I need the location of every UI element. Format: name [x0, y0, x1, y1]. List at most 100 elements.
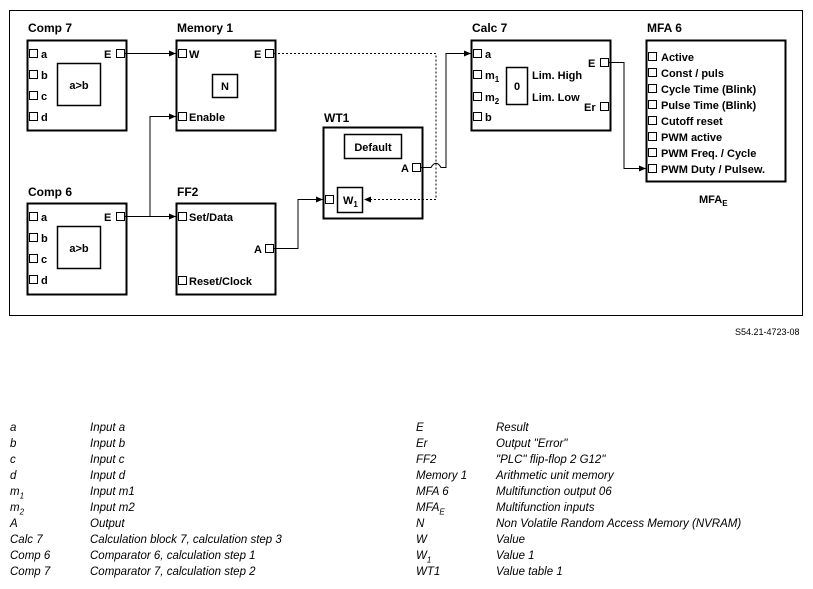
mfa6-item-pwm-active: PWM active [661, 132, 722, 144]
legend-description: Output [90, 518, 125, 530]
calc7-lim-low: Lim. Low [532, 92, 580, 104]
legend-row: MFA 6 Multifunction output 06 [416, 484, 741, 500]
legend-key: b [10, 438, 17, 450]
ff2-input-set: Set/Data [189, 212, 234, 224]
comp7-input-c: c [41, 91, 47, 103]
comp6-output-label: E [104, 212, 111, 224]
legend-description: Output "Error" [496, 438, 568, 450]
legend-description: Value table 1 [496, 566, 563, 578]
wire-memory1-to-wt1-dotted [274, 53, 437, 203]
comp6-block: Comp 6 a b c d a>b E [26, 185, 128, 296]
legend-description: Non Volatile Random Access Memory (NVRAM… [496, 518, 742, 530]
legend-description: Value 1 [496, 550, 535, 562]
legend-description: Input c [90, 454, 125, 466]
ff2-output-label: A [254, 244, 262, 256]
wt1-block: WT1 Default W1 A [322, 111, 424, 220]
legend-key: Memory 1 [416, 470, 468, 482]
wire-ff2-to-wt1 [274, 196, 323, 249]
legend-description: Arithmetic unit memory [496, 470, 614, 482]
mfa6-item-cycle-time: Cycle Time (Blink) [661, 84, 756, 96]
memory1-output-label: E [254, 49, 261, 61]
calc7-input-a: a [485, 49, 492, 61]
wt1-output-label: A [401, 163, 409, 175]
legend-row: W Value [416, 532, 741, 548]
legend-row: E Result [416, 420, 741, 436]
legend-key: c [10, 454, 16, 466]
legend-row: WT1 Value table 1 [416, 564, 741, 580]
legend-description: Input b [90, 438, 126, 450]
mfa6-item-pwm-duty: PWM Duty / Pulsew. [661, 164, 765, 176]
memory1-input-enable: Enable [189, 112, 225, 124]
legend-row: Comp 7 Comparator 7, calculation step 2 [10, 564, 282, 580]
mfa6-caption: MFAE [699, 194, 728, 208]
mfa6-item-cutoff-reset: Cutoff reset [661, 116, 723, 128]
legend-key: WT1 [416, 566, 441, 578]
comp7-function: a>b [69, 80, 89, 92]
comp6-input-b: b [41, 233, 48, 245]
wt1-title: WT1 [324, 111, 350, 125]
calc7-input-m1: m1 [485, 70, 500, 84]
calc7-value: 0 [514, 81, 520, 93]
calc7-input-m2: m2 [485, 92, 500, 106]
legend-description: "PLC" flip-flop 2 G12" [496, 454, 606, 466]
legend-key: W [416, 534, 427, 546]
wt1-default: Default [354, 142, 392, 154]
wire-comp6-to-memory1-enable [149, 113, 176, 217]
legend-key: Comp 6 [10, 550, 51, 562]
legend-key: Er [416, 438, 428, 450]
comp6-input-c: c [41, 254, 47, 266]
memory1-title: Memory 1 [177, 21, 233, 35]
legend-row: N Non Volatile Random Access Memory (NVRA… [416, 516, 741, 532]
ff2-block: FF2 Set/Data Reset/Clock A [175, 185, 277, 296]
comp7-title: Comp 7 [28, 21, 72, 35]
legend-row: c Input c [10, 452, 282, 468]
mfa6-item-pwm-freq: PWM Freq. / Cycle [661, 148, 756, 160]
ff2-title: FF2 [177, 185, 199, 199]
legend-key: Comp 7 [10, 566, 51, 578]
diagram-frame [9, 10, 803, 316]
comp6-input-d: d [41, 275, 48, 287]
legend-description: Input m1 [90, 486, 135, 498]
legend-key: a [10, 422, 17, 434]
memory1-input-w: W [189, 49, 200, 61]
comp7-block: Comp 7 a b c d a>b E [26, 21, 128, 132]
comp7-output-label: E [104, 49, 111, 61]
legend-description: Comparator 7, calculation step 2 [90, 566, 256, 578]
legend-key: m1 [10, 486, 25, 501]
legend-row: Memory 1 Arithmetic unit memory [416, 468, 741, 484]
legend-row: Er Output "Error" [416, 436, 741, 452]
calc7-title: Calc 7 [472, 21, 508, 35]
legend-key: E [416, 422, 424, 434]
mfa6-title: MFA 6 [647, 21, 682, 35]
legend-description: Multifunction inputs [496, 502, 595, 514]
calc7-output-er-label: Er [584, 102, 596, 114]
legend-key: Calc 7 [10, 534, 43, 546]
legend-description: Multifunction output 06 [496, 486, 612, 498]
legend-key: m2 [10, 502, 25, 517]
calc7-block: Calc 7 a m1 m2 b 0 Lim. High Lim. Low E … [470, 21, 612, 132]
mfa6-item-const-puls: Const / puls [661, 68, 724, 80]
legend-description: Result [496, 422, 529, 434]
legend-key: FF2 [416, 454, 437, 466]
comp6-input-a: a [41, 212, 48, 224]
legend-row: m1 Input m1 [10, 484, 282, 500]
comp7-input-d: d [41, 112, 48, 124]
mfa6-block: MFA 6 Active Const / puls Cycle Time (Bl… [645, 21, 787, 208]
mfa6-item-active: Active [661, 52, 694, 64]
comp7-input-b: b [41, 70, 48, 82]
legend-description: Value [496, 534, 525, 546]
legend-key: d [10, 470, 17, 482]
legend-key: MFA 6 [416, 486, 449, 498]
calc7-lim-high: Lim. High [532, 70, 582, 82]
memory1-nvram-cell: N [221, 81, 229, 93]
wt1-value: W1 [343, 195, 358, 209]
wire-calc7-to-mfa6 [609, 62, 646, 172]
legend-key: N [416, 518, 425, 530]
